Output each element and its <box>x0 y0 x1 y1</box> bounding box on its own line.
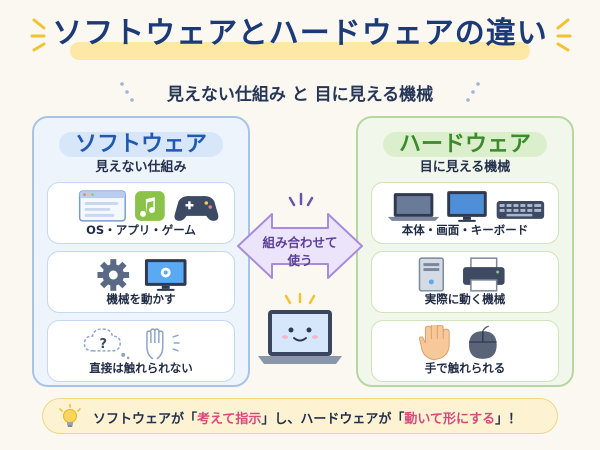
transparent-hand-icon <box>146 328 180 360</box>
title-area: ソフトウェアとハードウェアの違い <box>0 6 600 66</box>
monitor-icon <box>447 191 487 222</box>
footer-highlight-move: 動いて形にする <box>404 412 496 427</box>
center-text: 組み合わせて 使う <box>256 234 344 270</box>
software-intangible-icons: ? <box>83 328 180 360</box>
center-sparkle-icon <box>288 192 314 207</box>
keyboard-icon <box>496 201 545 219</box>
footer-part1: ソフトウェアが「 <box>93 412 198 427</box>
printer-icon <box>463 257 505 292</box>
hardware-card-machines: 実際に動く機械 <box>371 251 559 313</box>
software-control-icons <box>97 259 187 291</box>
hardware-subheading: 目に見える機械 <box>419 160 511 175</box>
hardware-heading: ハードウェア <box>382 132 547 157</box>
center-text-line2: 使う <box>287 253 313 268</box>
footer-part3: 」！ <box>495 412 522 427</box>
page-title: ソフトウェアとハードウェアの違い <box>52 16 548 51</box>
footer-text: ソフトウェアが「考えて指示」し、ハードウェアが「動いて形にする」！ <box>93 408 521 427</box>
monitor-gear-icon <box>144 259 187 291</box>
software-card-intangible: ? 直接は触れられない <box>47 320 235 382</box>
lightbulb-icon <box>59 404 81 427</box>
hardware-card-parts-label: 本体・画面・キーボード <box>401 223 529 237</box>
software-card-control-label: 機械を動かす <box>106 292 176 306</box>
dots-right-icon <box>466 82 480 102</box>
title-highlight-band <box>70 42 530 60</box>
mouse-icon <box>468 325 497 359</box>
software-apps-icons <box>78 190 219 222</box>
software-card-apps-label: OS・アプリ・ゲーム <box>86 223 196 237</box>
double-arrow-icon <box>237 213 363 279</box>
hardware-card-tangible: 手で触れられる <box>371 320 559 382</box>
hardware-card-machines-label: 実際に動く機械 <box>424 292 506 306</box>
hardware-card-parts: 本体・画面・キーボード <box>371 182 559 244</box>
hand-icon <box>418 325 450 361</box>
software-card-control: 機械を動かす <box>47 251 235 313</box>
laptop-icon <box>387 193 440 221</box>
subtitle: 見えない仕組み と 目に見える機械 <box>166 85 434 105</box>
hardware-parts-icons <box>387 191 545 222</box>
hardware-card-tangible-label: 手で触れられる <box>424 361 506 375</box>
hardware-machines-icons <box>418 257 505 292</box>
dots-left-icon <box>120 82 134 102</box>
software-panel: ソフトウェア 見えない仕組み OS・アプリ・ゲーム <box>32 116 250 387</box>
software-card-apps: OS・アプリ・ゲーム <box>47 182 235 244</box>
svg-text:?: ? <box>99 337 106 352</box>
software-card-intangible-label: 直接は触れられない <box>89 361 193 375</box>
software-subheading: 見えない仕組み <box>95 160 187 175</box>
browser-window-icon <box>78 190 126 222</box>
hardware-tangible-icons <box>418 325 497 361</box>
desktop-tower-icon <box>418 257 444 292</box>
center-text-line1: 組み合わせて <box>262 235 338 250</box>
footer-highlight-think: 考えて指示 <box>197 412 262 427</box>
game-controller-icon <box>174 195 219 221</box>
gear-icon <box>97 259 130 291</box>
sparkle-left-icon <box>30 18 46 52</box>
thought-cloud-icon: ? <box>83 328 130 360</box>
hardware-panel: ハードウェア 目に見える機械 本体・画面・キーボ <box>356 116 574 387</box>
software-heading: ソフトウェア <box>58 132 223 157</box>
music-app-icon <box>135 191 165 221</box>
footer-part2: 」し、ハードウェアが「 <box>261 412 405 427</box>
smiling-laptop-icon <box>258 292 342 364</box>
sparkle-right-icon <box>556 18 572 52</box>
footer-summary: ソフトウェアが「考えて指示」し、ハードウェアが「動いて形にする」！ <box>42 398 558 434</box>
